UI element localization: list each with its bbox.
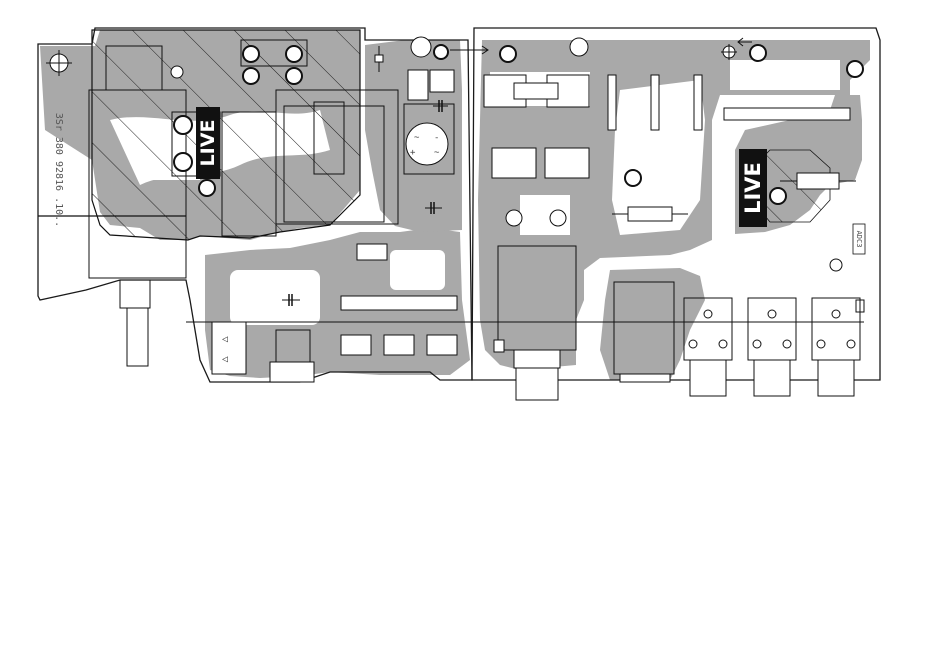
pad — [286, 46, 302, 62]
pad — [199, 180, 215, 196]
component-outline — [545, 148, 589, 178]
board-code-text: ADC3 — [855, 231, 863, 248]
right-gap-rect-3 — [730, 60, 840, 90]
mounting-hole — [570, 38, 588, 56]
bridge-rectifier-icon: ~ - + ~ — [406, 123, 448, 165]
lower-gap-rect — [230, 270, 320, 325]
rca-jack — [812, 298, 860, 396]
switch-shaft — [127, 308, 148, 366]
live-label-right: LIVE — [741, 162, 765, 214]
lower-gap-rect-2 — [390, 250, 445, 290]
mounting-hole — [171, 66, 183, 78]
svg-text:+: + — [410, 148, 416, 158]
component-outline — [492, 148, 536, 178]
pad — [625, 170, 641, 186]
svg-text:◁: ◁ — [222, 334, 228, 345]
svg-text:-: - — [434, 133, 439, 143]
left-board-section: LIVE 3Sr 380 92816 .10.. ~ - + ~ — [38, 28, 472, 382]
connector-base — [514, 350, 560, 368]
board-code-label: ADC3 — [853, 224, 865, 254]
component-outline — [270, 362, 314, 382]
pad — [550, 210, 566, 226]
connector-base — [620, 374, 670, 382]
pad — [506, 210, 522, 226]
live-label-left: LIVE — [197, 120, 219, 167]
component-outline — [494, 340, 504, 352]
part-number-label: 3Sr 380 92816 .10.. — [53, 113, 64, 227]
pad — [770, 188, 786, 204]
component-outline — [651, 75, 659, 130]
mounting-hole — [411, 37, 431, 57]
transistor-outline — [384, 335, 414, 355]
live-zone-hatch — [92, 30, 360, 240]
pad — [174, 116, 192, 134]
pad — [500, 46, 516, 62]
right-copper-lower — [600, 268, 705, 380]
svg-text:~: ~ — [414, 133, 420, 143]
svg-text:◁: ◁ — [222, 354, 228, 365]
connector-strip — [341, 296, 457, 310]
live-warning-label-left: LIVE — [196, 107, 220, 179]
transistor-outline — [341, 335, 371, 355]
component-outline — [430, 70, 454, 92]
component-outline — [408, 70, 428, 100]
pad — [174, 153, 192, 171]
right-board-section: LIVE ADC3 — [450, 28, 880, 400]
svg-text:~: ~ — [434, 148, 440, 158]
live-warning-label-right: LIVE — [739, 149, 767, 227]
transistor-outline — [427, 335, 457, 355]
component-outline — [514, 83, 558, 99]
connector-plug — [516, 368, 558, 400]
pad — [286, 68, 302, 84]
switch-base — [120, 280, 150, 308]
pad — [243, 46, 259, 62]
pad — [434, 45, 448, 59]
rca-jack — [748, 298, 796, 396]
pad — [750, 45, 766, 61]
mounting-hole — [830, 259, 842, 271]
component-outline — [357, 244, 387, 260]
pad — [847, 61, 863, 77]
led-outline — [212, 322, 246, 374]
pad — [243, 68, 259, 84]
component-outline — [694, 75, 702, 130]
header-strip — [724, 108, 850, 120]
component-outline — [608, 75, 616, 130]
